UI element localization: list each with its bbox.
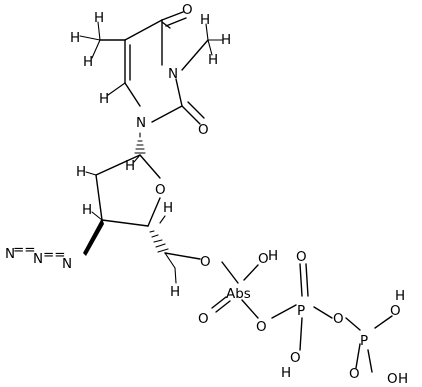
atom-o-c2: O [198,122,209,138]
atom-h-p3b: H [398,371,408,387]
atom-o-bridge1: O [256,319,267,335]
atom-o-ring: O [155,182,166,198]
atom-o-p3-double: O [349,366,360,382]
bond-c6-n1 [124,82,141,107]
bond-p1-o-bridge [241,299,259,319]
atom-n3: N [168,66,178,82]
atom-h-m1c: H [83,54,93,70]
atom-h-p3a: H [395,288,405,304]
bond-c6-h [107,82,126,96]
bond-m1-h2 [97,21,101,41]
atom-o-p2-top: O [296,249,307,265]
bond-c2p-h [85,171,97,176]
atom-h-p1a: H [268,248,278,264]
bond-p2-oh [299,317,303,351]
bond-m2-h2 [205,23,209,41]
atom-n1: N [136,115,146,131]
bond-c5p-h-stub [174,267,177,284]
bond-c1p-c2p [95,154,141,176]
bond-c2p-c3p [95,174,103,221]
atom-p1-overlap: Abs [226,286,251,302]
bond-c4-c5 [124,19,163,41]
bond-c2-o [181,105,201,125]
bond-p2-o-top-double [305,263,309,297]
azide-bond-1: == [13,242,36,258]
atom-o-p1b: O [198,311,209,327]
bond-bridge2-p3 [345,317,361,331]
bond-p3-oh1 [374,315,393,329]
atom-h-c5p: H [170,284,180,300]
atom-o-p1a: O [258,251,269,267]
bond-p1-oh [243,264,259,281]
atom-h-p2a: H [281,365,291,381]
bond-c3p-azide-wedge [83,218,104,256]
bond-n1-c1p-hash [134,132,146,154]
atom-h-m2a: H [221,32,231,48]
bond-c2-o-double [187,101,205,119]
atom-o-p2a: O [290,350,301,366]
atom-h-c6: H [99,91,109,107]
bond-c3p-h [91,211,103,221]
atom-o-p3a: O [390,303,401,319]
bond-c3p-c4p [101,219,149,227]
bond-o-p1 [221,261,239,284]
bond-n1-c2 [151,105,183,123]
atom-h-c4p: H [163,200,173,216]
atom-o-p3b: O [387,371,398,387]
atom-h-c2p: H [76,164,86,180]
bond-bridge-p2 [271,304,297,319]
atom-o-c4: O [182,2,193,18]
bond-c4-n3 [161,21,171,29]
bond-p2-o-bridge2 [313,306,333,319]
atom-o-5p: O [200,254,211,270]
bonds [79,11,393,373]
bond-c4-o-double [165,17,187,27]
bond-n3-methyl [181,39,209,71]
bond-p1-o-double [211,296,227,309]
bond-p3-oh2 [367,349,373,373]
atom-h-m2c: H [208,52,218,68]
atom-o-bridge2: O [333,311,344,327]
bond-m2-h3 [207,39,213,56]
bond-c4-o [161,11,184,21]
atom-p2: P [297,303,305,319]
bond-p2-o-top [299,263,303,297]
bond-p1-o-double2 [215,300,231,313]
bond-p3-o-double [355,343,361,369]
atom-h-c1p: H [125,158,135,174]
bond-c2-n3 [175,78,183,107]
atom-n-az1: N [62,256,72,272]
atom-p3: P [360,333,368,349]
atom-labels: O N N O O O H H H H H H H H H H H H N ==… [5,2,408,387]
atom-h-c3p: H [82,202,92,218]
bond-m1-h3 [91,39,101,59]
bond-c4p-h [159,215,166,224]
atom-h-m2b: H [200,12,210,28]
atom-h-m1a: H [70,30,80,46]
atom-n-az3: N [5,246,15,262]
bond-m1-h [79,35,101,41]
bond-c5p-h [164,252,176,269]
bond-c4p-c5p-hash [149,230,169,253]
azide-bond-2: == [43,247,66,263]
atom-h-m1b: H [94,10,104,26]
bond-c1p-o [139,154,161,179]
bond-c4p-o [147,197,161,227]
atom-n-az2: N [33,251,43,267]
bond-c5p-o [164,252,201,260]
